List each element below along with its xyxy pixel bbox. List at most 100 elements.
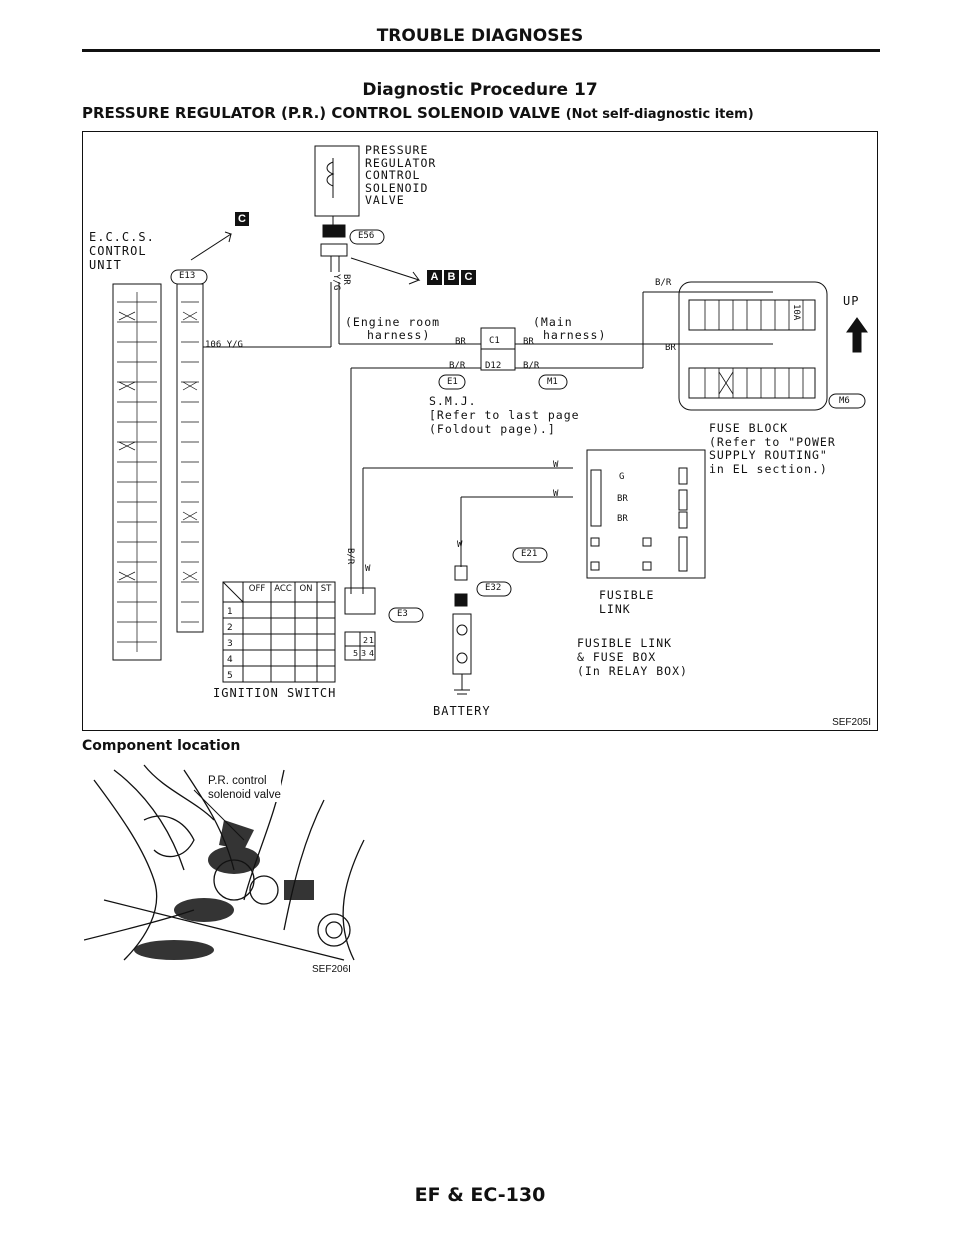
smj-line: S.M.J. [429,394,477,408]
wire-br-r-2: B/R [523,361,540,371]
fusible-link-line: LINK [599,602,631,616]
battery-label: BATTERY [433,704,491,718]
badge-c2: C [461,270,476,285]
fuse-rating: 10A [791,304,801,321]
wire-br-r-vert: B/R [345,548,355,565]
fusible-box-label: FUSIBLE LINK & FUSE BOX (In RELAY BOX) [577,636,688,678]
procedure-title: Diagnostic Procedure 17 [362,80,598,100]
wire-br-vert: BR [341,274,351,285]
eccs-label-line: E.C.C.S. [89,230,155,244]
wire-br-r-3: B/R [655,278,672,288]
engine-room-line: (Engine room [345,315,441,329]
switch-header: OFF ACC ON ST [243,584,335,594]
switch-header-st: ST [320,584,332,594]
up-label: UP [843,294,860,308]
badges-abc: A B C [427,270,476,285]
connector-d12: D12 [485,361,502,371]
switch-header-off: OFF [248,584,266,594]
switch-row: 5 [227,671,233,681]
wire-w-1: W [553,460,559,470]
connector-e32: E32 [485,583,502,593]
solenoid-label-line: VALVE [365,193,405,207]
fusible-box-line: & FUSE BOX [577,650,657,664]
wire-br-1: BR [455,337,466,347]
ignition-switch-table [222,581,336,683]
fuse-block-line: (Refer to "POWER [709,434,836,449]
solenoid-label: PRESSURE REGULATOR CONTROL SOLENOID VALV… [365,144,436,207]
switch-row: 1 [227,607,233,617]
fuse-block [678,281,828,411]
fusible-link-box [586,449,706,579]
smj-line: (Foldout page).] [429,422,556,436]
component-figure-code: SEF206I [312,964,351,975]
fusible-box-line: FUSIBLE LINK [577,636,673,650]
pin: 5 [353,649,359,658]
badge-b: B [444,270,459,285]
eccs-label-line: UNIT [89,258,122,272]
wire-br-2: BR [523,337,534,347]
connector-e13: E13 [179,271,196,281]
connector-m6: M6 [839,396,850,406]
switch-header-on: ON [299,584,313,594]
terminal-106-number: 106 [205,340,222,350]
wiring-diagram: PRESSURE REGULATOR CONTROL SOLENOID VALV… [82,131,878,731]
engine-room-label: (Engine room harness) [345,316,440,342]
connector-e56: E56 [358,231,375,241]
wiring-diagram-svg [112,145,868,695]
solenoid-label-line: REGULATOR [365,155,437,170]
page-number: EF & EC-130 [414,1184,546,1206]
procedure-subtitle: PRESSURE REGULATOR (P.R.) CONTROL SOLENO… [82,104,754,122]
subtitle-note: (Not self-diagnostic item) [565,107,754,122]
switch-row: 4 [227,655,233,665]
pin: 3 [361,649,367,658]
solenoid-label-line: CONTROL [365,168,421,182]
solenoid-box [314,145,360,217]
wire-w-vert2: W [365,564,371,574]
connector-e1: E1 [447,377,458,387]
page-header: TROUBLE DIAGNOSES [376,26,584,46]
fuse-block-line: in EL section.) [709,461,828,476]
main-harness-line: (Main [533,315,573,329]
fusible-link-label: FUSIBLE LINK [599,588,654,616]
wire-yg-vert: Y/G [331,274,341,291]
connector-e21: E21 [521,549,538,559]
diagram-figure-code: SEF205I [832,717,871,728]
fuse-block-line: FUSE BLOCK [709,421,789,435]
solenoid-label-line: PRESSURE [365,143,429,157]
wire-color-yg: Y/G [226,340,243,350]
main-harness-line: harness) [543,328,607,342]
header-rule [82,49,880,52]
pin: 2 [363,636,369,645]
component-callout: P.R. control solenoid valve [208,774,281,802]
connector-e3: E3 [397,609,408,619]
component-photo: P.R. control solenoid valve [83,760,394,970]
badge-c: C [235,212,249,226]
fuse-block-line: SUPPLY ROUTING" [709,448,828,462]
wire-w-2: W [553,489,559,499]
eccs-label: E.C.C.S. CONTROL UNIT [89,230,155,272]
terminal-106: 106 Y/G [205,340,243,350]
switch-row: 3 [227,639,233,649]
switch-rows: 1 2 3 4 5 [227,604,233,684]
wire-br-r-1: B/R [449,361,466,371]
eccs-label-line: CONTROL [89,244,147,258]
smj-line: [Refer to last page [429,408,580,422]
switch-row: 2 [227,623,233,633]
pin: 1 [369,636,375,645]
callout-line: P.R. control [208,775,267,787]
wire-br-4: BR [617,494,628,504]
solenoid-label-line: SOLENOID [365,180,429,195]
smj-label: S.M.J. [Refer to last page (Foldout page… [429,394,580,436]
engine-room-line: harness) [367,328,431,342]
wire-g: G [619,472,625,482]
subtitle-main: PRESSURE REGULATOR (P.R.) CONTROL SOLENO… [82,104,561,122]
callout-line: solenoid valve [208,789,281,801]
badge-a: A [427,270,442,285]
ignition-switch-label: IGNITION SWITCH [213,686,337,700]
fusible-box-line: (In RELAY BOX) [577,664,688,678]
connector-c1: C1 [489,336,500,346]
connector-m1: M1 [547,377,558,387]
wire-br-5: BR [617,514,628,524]
main-harness-label: (Main harness) [533,316,606,342]
wire-w-vert: W [457,540,463,550]
